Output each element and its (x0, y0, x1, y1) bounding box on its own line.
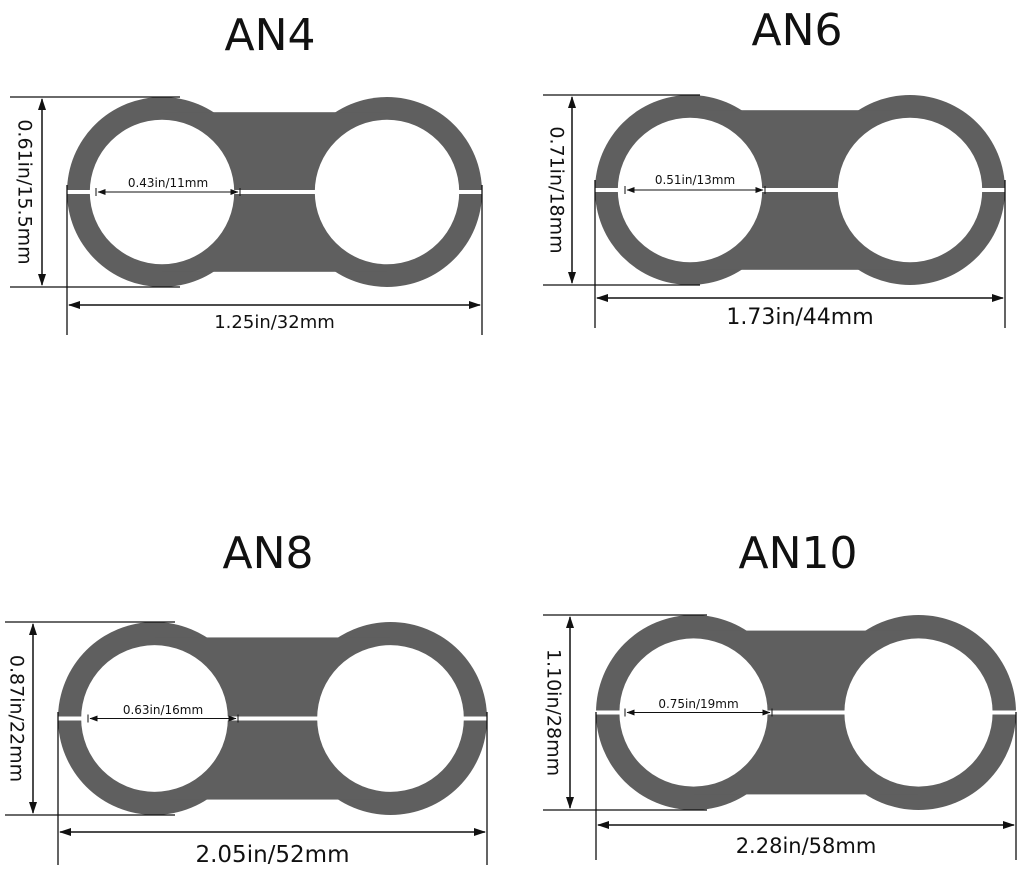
hole-label: 0.43in/11mm (128, 176, 208, 190)
width-dimension: 2.05in/52mm (57, 712, 488, 868)
panel-title: AN8 (222, 528, 313, 579)
hole-label: 0.51in/13mm (655, 173, 735, 187)
height-dimension: 0.61in/15.5mm (10, 96, 180, 288)
height-dimension: 0.87in/22mm (5, 621, 175, 816)
panel-an4: AN4 0.61in/15.5mm 1.25in/32mm 0.43in/11mm (10, 10, 484, 335)
height-label: 0.87in/22mm (6, 655, 28, 782)
height-dimension: 0.71in/18mm (543, 94, 700, 286)
width-label: 1.25in/32mm (214, 312, 335, 333)
panel-an8: AN8 0.87in/22mm 2.05in/52mm 0.63in/16mm (5, 528, 489, 868)
height-label: 1.10in/28mm (543, 649, 565, 776)
slit (65, 190, 484, 194)
slit (594, 710, 1018, 715)
separator-shape (594, 615, 1018, 810)
hole-dimension: 0.75in/19mm (624, 697, 773, 717)
hole-dimension: 0.63in/16mm (87, 703, 239, 723)
slit (56, 716, 489, 721)
width-label: 2.05in/52mm (195, 842, 349, 868)
width-dimension: 1.25in/32mm (66, 185, 483, 335)
width-label: 1.73in/44mm (726, 305, 873, 330)
slit (593, 188, 1007, 192)
panel-title: AN6 (751, 5, 842, 56)
width-dimension: 2.28in/58mm (595, 712, 1017, 860)
panel-title: AN4 (224, 10, 315, 61)
width-label: 2.28in/58mm (736, 834, 877, 858)
hole-label: 0.63in/16mm (123, 703, 203, 717)
separator-shape (65, 97, 484, 287)
width-dimension: 1.73in/44mm (594, 180, 1006, 330)
panel-an10: AN10 1.10in/28mm 2.28in/58mm 0.75in/19mm (543, 528, 1018, 860)
height-label: 0.71in/18mm (546, 126, 568, 253)
height-label: 0.61in/15.5mm (14, 119, 36, 264)
panel-an6: AN6 0.71in/18mm 1.73in/44mm 0.51in/13mm (543, 5, 1007, 330)
hole-label: 0.75in/19mm (658, 697, 738, 711)
hole-dimension: 0.51in/13mm (624, 173, 766, 194)
height-dimension: 1.10in/28mm (543, 614, 707, 811)
hole-dimension: 0.43in/11mm (95, 176, 241, 196)
panel-title: AN10 (738, 528, 857, 579)
